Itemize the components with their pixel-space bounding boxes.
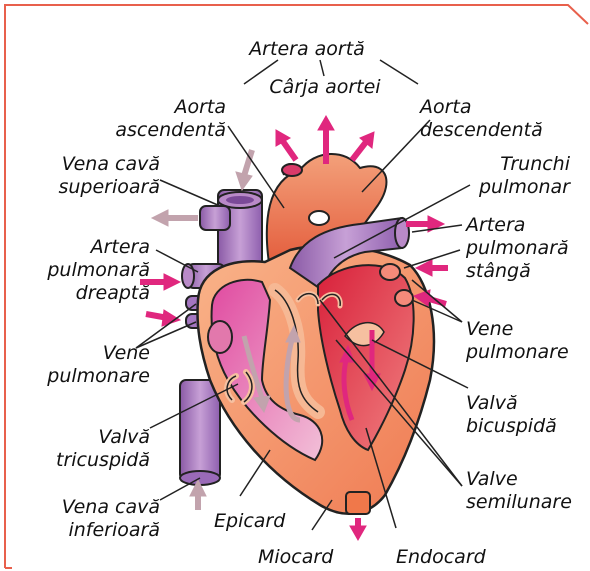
label-valva-tricuspida: Valvă tricuspidă	[30, 426, 150, 472]
label-artera-pulmonara-stanga: Artera pulmonară stângă	[466, 214, 576, 283]
label-vena-cava-superioara: Vena cavă superioară	[20, 153, 160, 199]
label-valve-semilunare: Valve semilunare	[466, 468, 586, 514]
label-trunchi-pulmonar: Trunchi pulmonar	[440, 153, 570, 199]
vena-cava-superioara	[200, 190, 262, 272]
label-aorta-descendenta: Aorta descendentă	[420, 96, 570, 142]
label-aorta-ascendenta: Aorta ascendentă	[110, 96, 226, 142]
label-miocard: Miocard	[258, 546, 348, 569]
label-vene-pulmonare-right: Vene pulmonare	[466, 318, 576, 364]
label-vene-pulmonare-left: Vene pulmonare	[30, 342, 150, 388]
label-carja-aortei: Cârja aortei	[255, 76, 395, 99]
label-artera-pulmonara-dreapta: Artera pulmonară dreaptă	[30, 236, 150, 305]
label-endocard: Endocard	[396, 546, 506, 569]
label-valva-bicuspida: Valvă bicuspidă	[466, 392, 576, 438]
label-artera-aorta: Artera aortă	[242, 38, 372, 61]
label-epicard: Epicard	[214, 510, 304, 533]
label-vena-cava-inferioara: Vena cavă inferioară	[14, 496, 160, 542]
aorta-bottom	[346, 492, 370, 514]
